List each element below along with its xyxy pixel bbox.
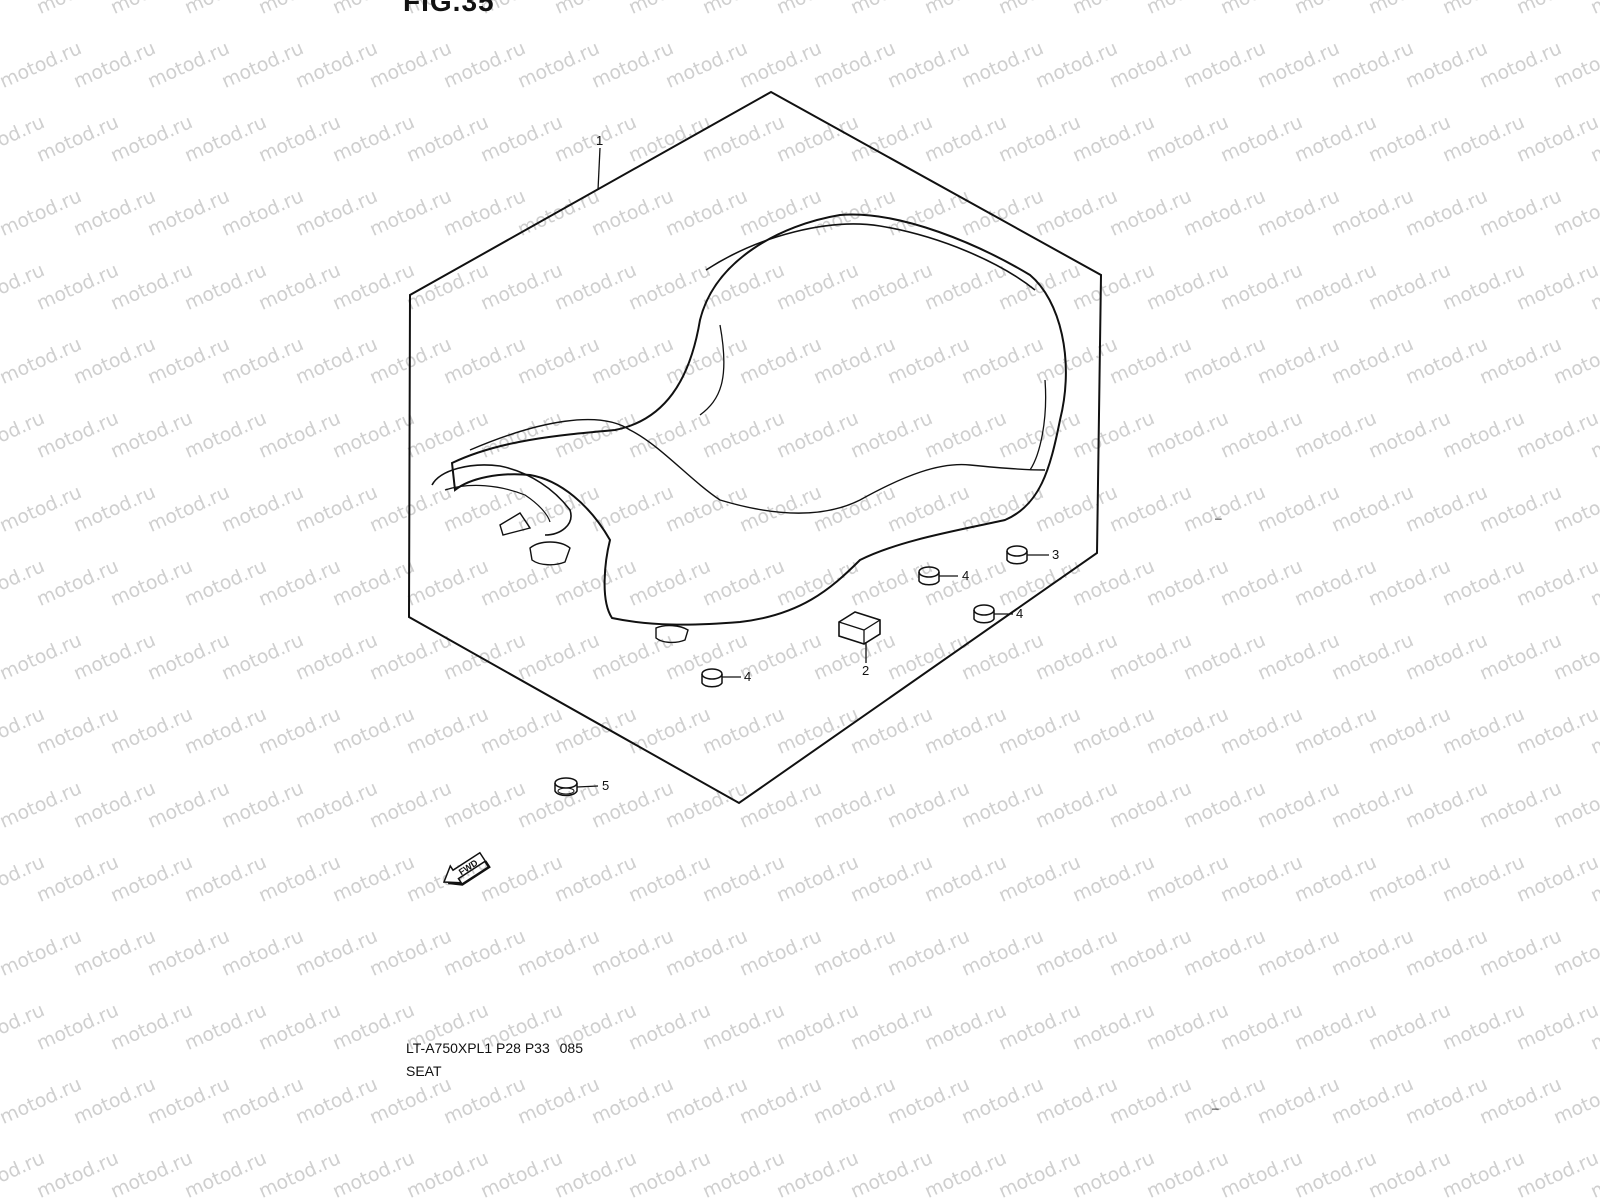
part-5-plug xyxy=(554,777,578,797)
stray-mark: – xyxy=(1215,511,1222,525)
callout-5: 5 xyxy=(602,778,610,793)
code-suffix: 085 xyxy=(559,1040,583,1056)
leader-line-5 xyxy=(576,785,599,788)
seat-latch-hook xyxy=(499,512,532,536)
seat-top-ridge xyxy=(705,223,1036,291)
assembly-frame xyxy=(407,90,1103,805)
part-3-cushion xyxy=(1006,545,1028,565)
model-code: LT-A750XPL1 P28 P33 xyxy=(406,1040,550,1056)
seat-side-trim xyxy=(469,418,1046,514)
figure-title: FIG.35 xyxy=(403,0,495,17)
seat-upper-fold xyxy=(699,324,725,416)
part-4-grommet-a xyxy=(918,566,940,586)
stray-mark: – xyxy=(1212,1101,1219,1115)
seat-right-edge xyxy=(1029,379,1047,471)
seat-underside-shadow xyxy=(444,484,551,523)
callout-4b: 4 xyxy=(1016,606,1024,621)
part-2-cushion-block xyxy=(838,611,881,645)
part-4-grommet-c xyxy=(701,668,723,688)
part-4-grommet-b xyxy=(973,604,995,624)
callout-3: 3 xyxy=(1052,547,1060,562)
model-code-caption: LT-A750XPL1 P28 P33 085 xyxy=(406,1040,583,1056)
seat-front-underside xyxy=(431,464,572,536)
section-name: SEAT xyxy=(406,1063,442,1079)
callout-4a: 4 xyxy=(962,568,970,583)
leader-line-1 xyxy=(597,147,601,191)
seat-rear-tab xyxy=(655,624,689,644)
callout-2: 2 xyxy=(862,663,870,678)
seat-front-tab xyxy=(529,541,571,566)
forward-arrow-icon: FWD xyxy=(442,851,491,886)
callout-4c: 4 xyxy=(744,669,752,684)
seat-outline xyxy=(450,213,1067,626)
callout-1: 1 xyxy=(596,133,604,148)
